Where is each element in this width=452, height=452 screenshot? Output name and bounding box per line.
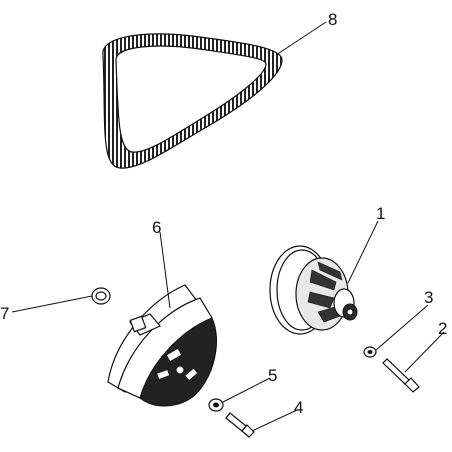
leader-6 bbox=[159, 231, 171, 309]
leader-5 bbox=[222, 377, 271, 403]
leader-3 bbox=[375, 304, 429, 351]
callout-2: 2 bbox=[438, 319, 447, 338]
leader-2 bbox=[404, 331, 445, 373]
washer-icon bbox=[91, 287, 111, 305]
callout-8: 8 bbox=[328, 10, 337, 29]
callout-1: 1 bbox=[376, 204, 385, 223]
bolt-icon bbox=[225, 412, 255, 438]
bolt-icon bbox=[382, 358, 420, 393]
leader-lines bbox=[11, 21, 445, 432]
callout-3: 3 bbox=[424, 288, 433, 307]
driven-clutch-icon bbox=[269, 245, 358, 335]
callout-6: 6 bbox=[152, 218, 161, 237]
washer-icon bbox=[363, 346, 377, 358]
leader-4 bbox=[251, 409, 298, 432]
drive-belt-icon bbox=[102, 33, 283, 169]
leader-1 bbox=[347, 220, 379, 284]
washer-icon bbox=[208, 398, 224, 412]
leader-7 bbox=[11, 295, 93, 313]
leader-8 bbox=[275, 21, 327, 56]
drive-clutch-icon bbox=[107, 284, 218, 407]
callout-4: 4 bbox=[294, 398, 303, 417]
callout-7: 7 bbox=[0, 304, 9, 323]
callout-5: 5 bbox=[268, 366, 277, 385]
